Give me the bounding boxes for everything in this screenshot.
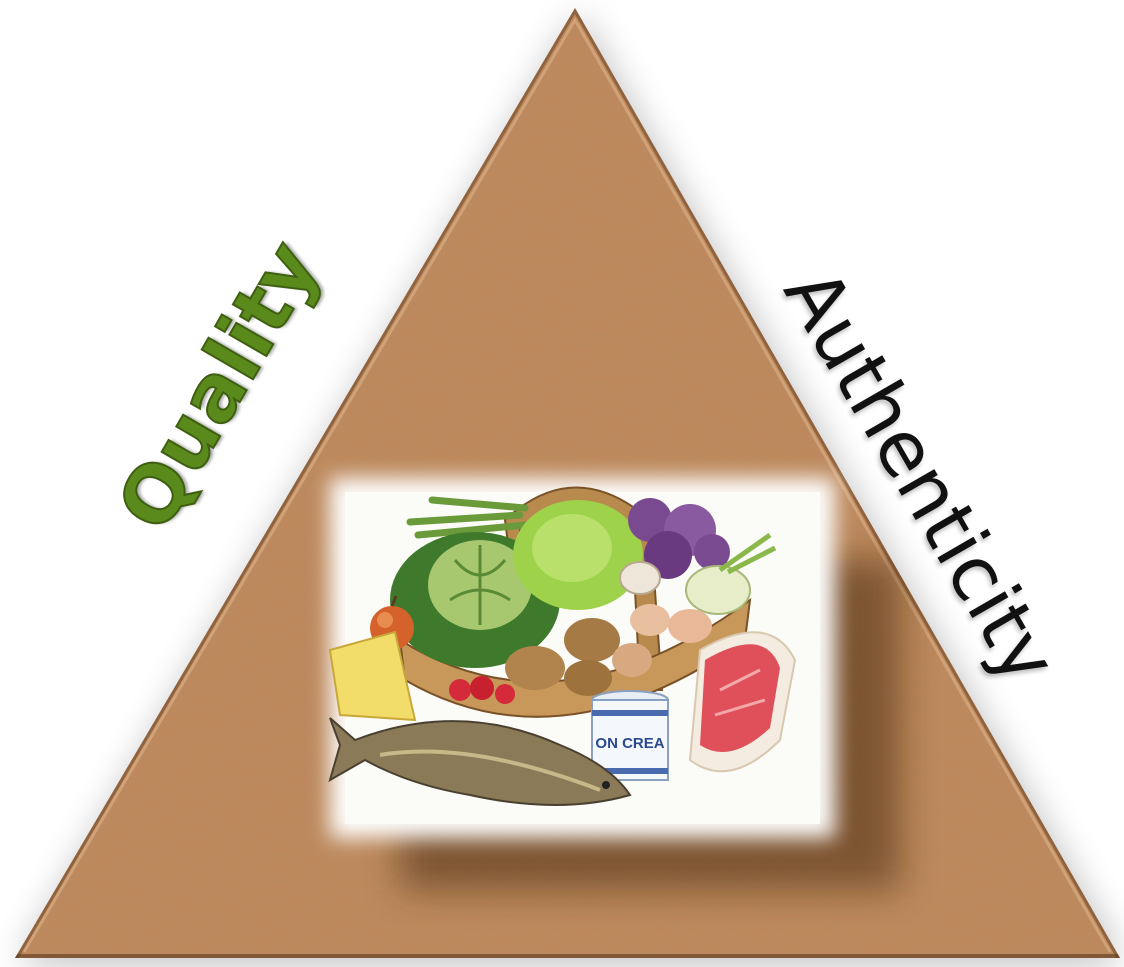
cream-jar-label: ON CREA [595, 735, 664, 752]
cream-jar-icon: ON CREA [592, 691, 668, 780]
mushroom-icon [620, 562, 660, 594]
food-photo: ON CREA [330, 478, 835, 838]
lettuce-highlight [532, 514, 612, 582]
